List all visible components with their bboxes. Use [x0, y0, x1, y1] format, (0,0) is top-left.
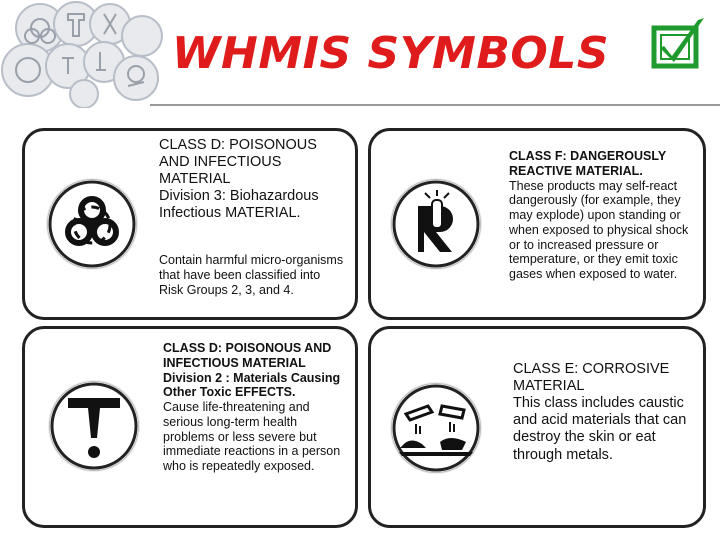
card-4-heading: CLASS E: CORROSIVE MATERIAL: [513, 361, 670, 395]
card-4-description: This class includes caustic and acid mat…: [513, 395, 687, 463]
card-1-heading: CLASS D: POISONOUS AND INFECTIOUS MATERI…: [159, 137, 317, 188]
toxic-effects-icon: [50, 382, 138, 470]
symbols-cluster-logo: [1, 1, 163, 108]
card-biohazardous-material: CLASS D: POISONOUS AND INFECTIOUS MATERI…: [22, 128, 358, 320]
card-3-division: Division 2 : Materials Causing Other Tox…: [163, 370, 341, 400]
corrosive-icon: [392, 384, 480, 472]
card-toxic-effects-material: CLASS D: POISONOUS AND INFECTIOUS MATERI…: [22, 326, 358, 528]
card-2-heading: CLASS F: DANGEROUSLY REACTIVE MATERIAL.: [509, 149, 666, 178]
reactive-material-icon: [392, 180, 480, 268]
corrosive-symbol-circle: [391, 383, 481, 473]
card-1-description: Contain harmful micro-organisms that hav…: [159, 253, 344, 297]
card-1-division: Division 3: Biohazardous Infectious MATE…: [159, 188, 319, 222]
title-divider: [150, 104, 720, 106]
page-title: WHMIS SYMBOLS: [172, 28, 610, 79]
card-3-heading: CLASS D: POISONOUS AND INFECTIOUS MATERI…: [163, 341, 332, 370]
toxic-symbol-circle: [49, 381, 139, 471]
card-2-description: These products may self-react dangerousl…: [509, 178, 689, 282]
card-3-description: Cause life-threatening and serious long-…: [163, 400, 341, 473]
reactive-symbol-circle: [391, 179, 481, 269]
green-checkbox-icon: [651, 18, 704, 69]
biohazard-icon: [48, 180, 136, 268]
card-dangerously-reactive-material: CLASS F: DANGEROUSLY REACTIVE MATERIAL. …: [368, 128, 706, 320]
card-corrosive-material: CLASS E: CORROSIVE MATERIAL This class i…: [368, 326, 706, 528]
biohazard-symbol-circle: [47, 179, 137, 269]
